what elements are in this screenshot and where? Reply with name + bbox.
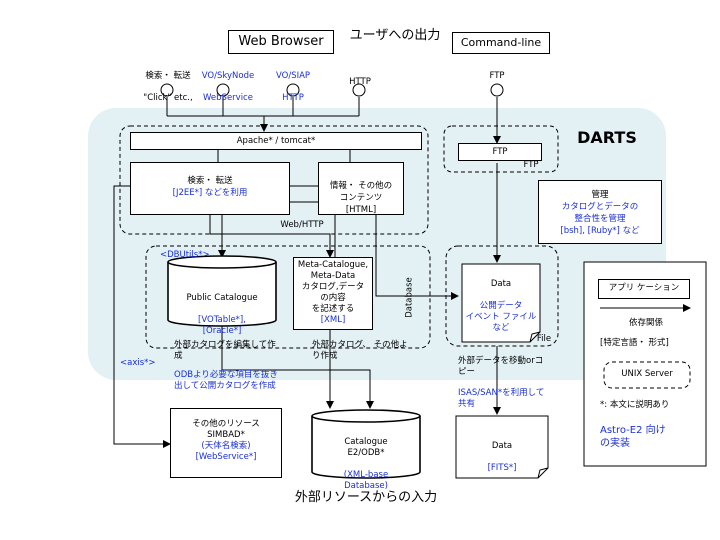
public-catalogue-title: Public Catalogue bbox=[186, 293, 258, 303]
command-line-box: Command-line bbox=[452, 32, 550, 54]
dbutils-label: <DBUtils*> bbox=[160, 250, 210, 260]
interface-siap-line1: VO/SIAP bbox=[275, 71, 311, 81]
data-file-shape bbox=[461, 263, 541, 343]
data-file-label: Data 公開データ イベント ファイル など bbox=[462, 268, 540, 345]
legend-unix-dashed bbox=[603, 361, 691, 389]
other-external-catalogue-note: 外部カタログ、 その他よ り作成 bbox=[312, 340, 408, 361]
legend-astro-label: Astro-E2 向け の実装 bbox=[600, 425, 666, 449]
interface-label-http: HTTP bbox=[340, 66, 380, 99]
other-resources-label: その他のリソース SIMBAD* bbox=[192, 419, 260, 440]
interface-circle-search bbox=[160, 83, 174, 116]
legend-dependency-label: 依存関係 bbox=[628, 318, 663, 328]
isas-san-note: ISAS/SAN*を利用して 共有 bbox=[458, 388, 545, 409]
odb-note: ODBより必要な項目を抜き 出して公開カタログを作成 bbox=[174, 370, 278, 391]
apache-tomcat-label: Apache* / tomcat* bbox=[236, 136, 316, 146]
apache-tomcat-box: Apache* / tomcat* bbox=[130, 132, 422, 150]
interface-label-siap: VO/SIAP HTTP bbox=[268, 60, 318, 115]
ftp-box: FTP bbox=[458, 143, 542, 161]
interface-label-ftp: FTP bbox=[489, 71, 505, 81]
public-catalogue-cylinder bbox=[167, 255, 277, 327]
data-fits-body: [FITS*] bbox=[487, 463, 517, 473]
data-file-body: 公開データ イベント ファイル など bbox=[465, 301, 537, 333]
meta-catalogue-box: Meta-Catalogue, Meta-Data カタログ,データ の内容 を… bbox=[293, 257, 373, 330]
interface-label-skynode: VO/SkyNode WebService bbox=[198, 60, 258, 115]
data-fits-label: Data [FITS*] bbox=[458, 430, 546, 485]
search-transfer-label: 検索・ 転送 bbox=[187, 176, 233, 186]
search-transfer-box: 検索・ 転送 [J2EE*] などを利用 bbox=[130, 162, 290, 215]
ftp-side-label: FTP bbox=[523, 160, 539, 170]
catalogue-odb-bottom: (XML-base Database) bbox=[343, 470, 389, 491]
arrow-public-catalogue-odb bbox=[221, 326, 374, 409]
meta-catalogue-label: Meta-Catalogue, Meta-Data カタログ,データ の内容 を… bbox=[297, 260, 369, 314]
management-body: カタログとデータの 整合性を管理 [bsh], [Ruby*] など bbox=[560, 202, 640, 236]
legend-language-label: [特定言語・ 形式] bbox=[600, 338, 669, 348]
interface-circle-ftp bbox=[490, 83, 504, 144]
public-catalogue-body: [VOTable*], [Oracle*] bbox=[198, 315, 246, 336]
axis-label: <axis*> bbox=[120, 358, 156, 368]
output-heading: ユーザへの出力 bbox=[349, 28, 441, 43]
info-contents-label: 情報・ その他の コンテンツ [HTML] bbox=[329, 181, 393, 215]
public-catalogue-label: Public Catalogue [VOTable*], [Oracle*] bbox=[170, 282, 274, 348]
legend-unix-label: UNIX Server bbox=[621, 369, 673, 379]
legend-app-box: アプリ ケーション bbox=[598, 279, 690, 299]
web-browser-box: Web Browser bbox=[228, 30, 334, 54]
database-label: Database bbox=[404, 277, 415, 318]
management-box: 管理 カタログとデータの 整合性を管理 [bsh], [Ruby*] など bbox=[538, 180, 662, 244]
web-server-dashed-box bbox=[119, 125, 429, 235]
ftp-box-label: FTP bbox=[492, 147, 508, 157]
data-fits-file-shape bbox=[455, 415, 549, 479]
arrow-search-simbad bbox=[113, 185, 171, 448]
other-resources-box: その他のリソース SIMBAD* (天体名検索) [WebService*] bbox=[170, 408, 282, 478]
arrow-info-data-file bbox=[375, 215, 459, 300]
data-file-title: Data bbox=[490, 279, 512, 289]
input-heading: 外部リソースからの入力 bbox=[294, 490, 438, 505]
interface-circle-skynode bbox=[216, 83, 230, 116]
j2ee-label: [J2EE*] などを利用 bbox=[172, 188, 248, 198]
interface-label-search: 検索・ 転送 "Click" etc., bbox=[138, 60, 198, 115]
catalogue-odb-label: Catalogue E2/ODB* (XML-base Database) bbox=[314, 426, 418, 503]
ftp-server-dashed-box bbox=[443, 125, 559, 173]
file-label: File bbox=[536, 334, 552, 344]
interface-circle-siap bbox=[286, 83, 300, 116]
interface-circle-http bbox=[352, 83, 366, 116]
interface-search-line2: "Click" etc., bbox=[143, 93, 193, 103]
darts-title: DARTS bbox=[577, 128, 637, 147]
catalogue-odb-cylinder bbox=[311, 409, 421, 479]
command-line-label: Command-line bbox=[460, 36, 542, 49]
interface-skynode-line1: VO/SkyNode bbox=[201, 71, 255, 81]
catalogue-odb-top: Catalogue E2/ODB* bbox=[344, 437, 388, 458]
interface-search-line1: 検索・ 転送 bbox=[145, 71, 191, 81]
move-data-note: 外部データを移動orコ ピー bbox=[458, 356, 544, 377]
interface-skynode-line2: WebService bbox=[203, 93, 253, 103]
web-http-label: Web/HTTP bbox=[280, 220, 324, 230]
other-resources-blue: (天体名検索) [WebService*] bbox=[195, 441, 257, 462]
meta-catalogue-xml: [XML] bbox=[320, 315, 346, 325]
legend-app-label: アプリ ケーション bbox=[608, 283, 680, 293]
web-browser-label: Web Browser bbox=[238, 34, 324, 49]
info-contents-box: 情報・ その他の コンテンツ [HTML] bbox=[318, 162, 404, 215]
interface-http-line1: HTTP bbox=[349, 77, 371, 87]
legend-note-label: *: 本文に説明あり bbox=[600, 400, 670, 410]
arrow-search-meta-catalogue bbox=[209, 215, 334, 258]
data-fits-title: Data bbox=[491, 441, 513, 451]
management-title: 管理 bbox=[591, 190, 609, 200]
interface-siap-line2: HTTP bbox=[282, 93, 304, 103]
edit-external-catalogue-note: 外部カタログを編集して作 成 bbox=[174, 340, 276, 361]
